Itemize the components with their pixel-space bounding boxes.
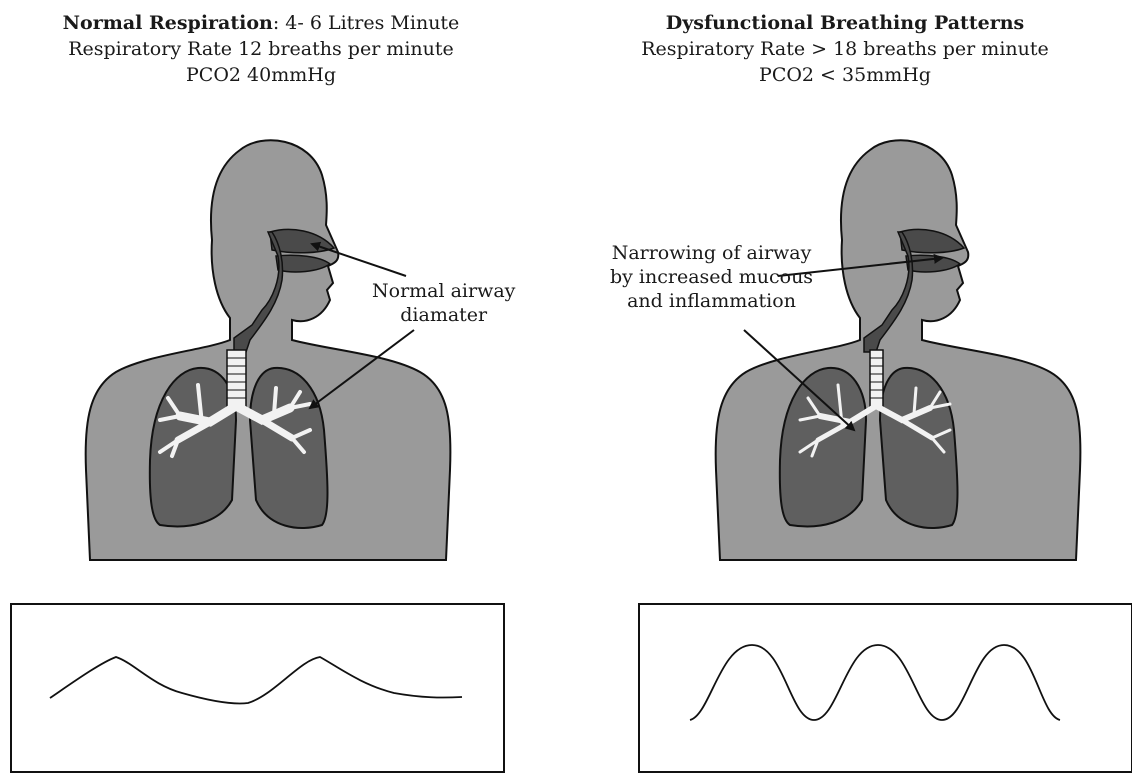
normal-airway-label-line1: Normal airway — [372, 279, 515, 303]
dysfunctional-breathing-waveform — [640, 605, 1132, 775]
trachea — [870, 350, 883, 408]
dysfunctional-breathing-panel: Dysfunctional Breathing Patterns Respira… — [566, 0, 1132, 758]
dysfunctional-breathing-waveform-box — [638, 603, 1132, 773]
trachea — [227, 350, 246, 408]
narrowing-label-line1: Narrowing of airway — [610, 241, 813, 265]
normal-airway-label: Normal airway diamater — [372, 279, 515, 327]
narrowing-label-line2: by increased mucous — [610, 265, 813, 289]
narrowing-airway-label: Narrowing of airway by increased mucous … — [610, 241, 813, 313]
normal-airway-label-line2: diamater — [372, 303, 515, 327]
normal-respiration-panel: Normal Respiration: 4- 6 Litres Minute R… — [0, 0, 566, 758]
narrowing-label-line3: and inflammation — [610, 289, 813, 313]
normal-breathing-waveform — [12, 605, 507, 775]
normal-breathing-waveform-box — [10, 603, 505, 773]
